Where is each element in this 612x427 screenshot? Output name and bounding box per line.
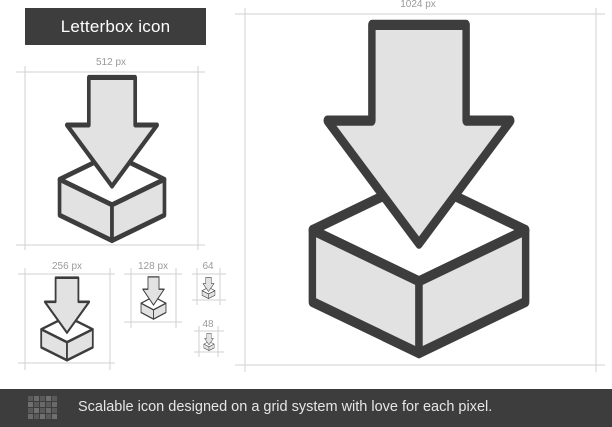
size-label-256: 256 px (51, 261, 83, 272)
letterbox-icon-64 (201, 277, 216, 299)
size-label-64: 64 (202, 261, 214, 272)
size-label-48: 48 (202, 319, 214, 330)
letterbox-icon-1024 (295, 18, 543, 360)
size-label-1024: 1024 px (400, 0, 436, 10)
letterbox-icon-512 (51, 74, 173, 244)
size-label-512: 512 px (95, 57, 127, 68)
letterbox-icon-128 (140, 276, 167, 320)
footer-text: Scalable icon designed on a grid system … (78, 399, 493, 415)
letterbox-icon-256 (39, 276, 95, 362)
grid-pattern-icon (28, 396, 57, 419)
letterbox-icon-48 (203, 333, 215, 351)
page-title: Letterbox icon (25, 8, 206, 45)
size-label-128: 128 px (137, 261, 169, 272)
footer-bar: Scalable icon designed on a grid system … (0, 389, 612, 427)
